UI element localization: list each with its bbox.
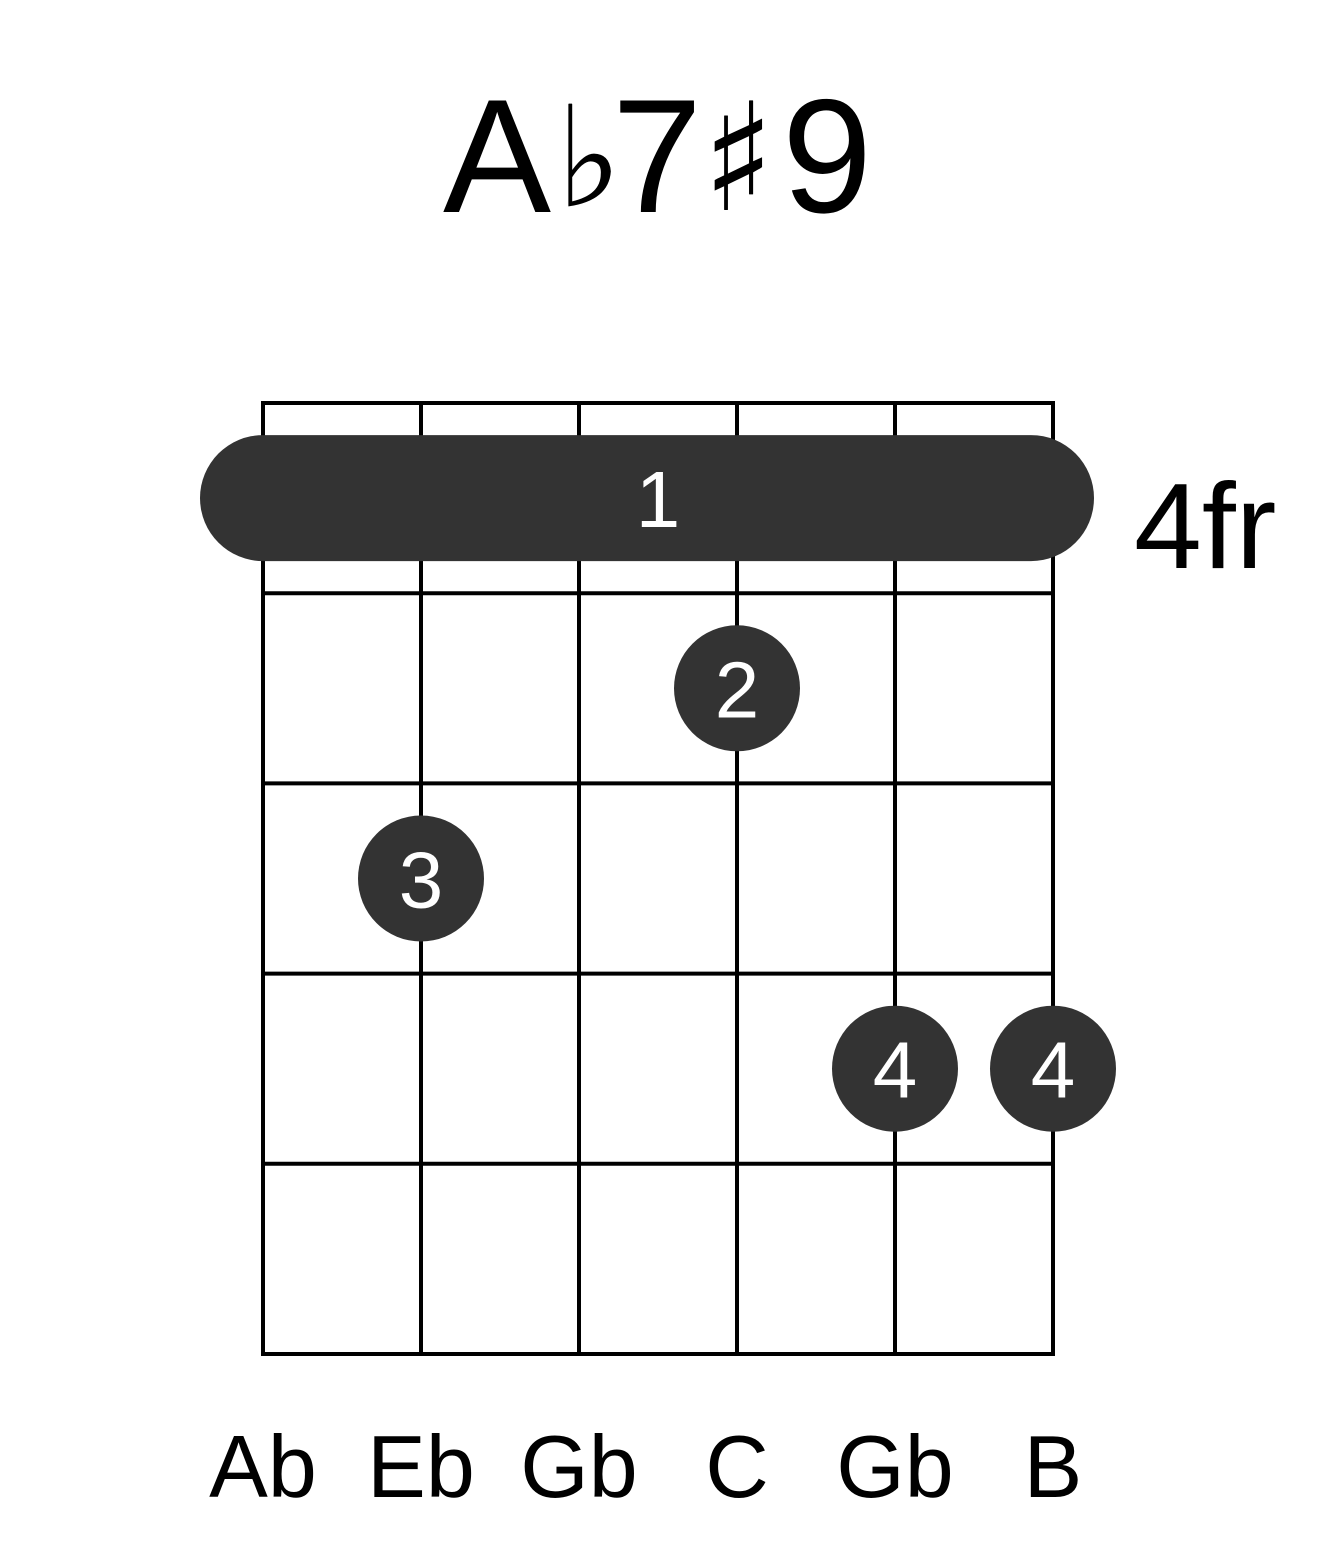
string-note-label: C: [705, 1417, 769, 1516]
finger-dot-number: 3: [399, 836, 444, 925]
chord-ninth: 9: [782, 66, 872, 247]
finger-dot-number: 4: [1031, 1026, 1076, 1115]
fret-position-label: 4fr: [1134, 458, 1276, 594]
finger-dot-circle: [358, 815, 484, 942]
chord-flat-sign: ♭: [556, 77, 622, 240]
finger-dot-circle: [674, 625, 800, 752]
string-note-label: Gb: [520, 1417, 637, 1516]
string-note-label: Gb: [836, 1417, 953, 1516]
finger-dot: 3: [358, 815, 484, 942]
barre-finger-number: 1: [636, 455, 681, 544]
barre-bar: [200, 435, 1094, 562]
finger-dot: 2: [674, 625, 800, 752]
finger-dot-circle: [832, 1005, 958, 1132]
string-note-label: Ab: [209, 1417, 317, 1516]
finger-dot-number: 4: [873, 1026, 918, 1115]
chord-root: A: [443, 66, 551, 247]
chord-seventh: 7: [612, 66, 702, 247]
finger-dots: 2 3 4 4: [358, 625, 1116, 1132]
finger-dot: 4: [832, 1005, 958, 1132]
finger-dot: 4: [990, 1005, 1116, 1132]
barre: 1: [200, 435, 1094, 562]
chord-sharp-sign: ♯: [702, 72, 775, 246]
finger-dot-number: 2: [715, 645, 760, 734]
string-note-label: B: [1024, 1417, 1083, 1516]
chord-title: A ♭ 7 ♯ 9: [443, 66, 872, 247]
finger-dot-circle: [990, 1005, 1116, 1132]
string-note-label: Eb: [367, 1417, 475, 1516]
string-note-labels: Ab Eb Gb C Gb B: [209, 1417, 1082, 1516]
